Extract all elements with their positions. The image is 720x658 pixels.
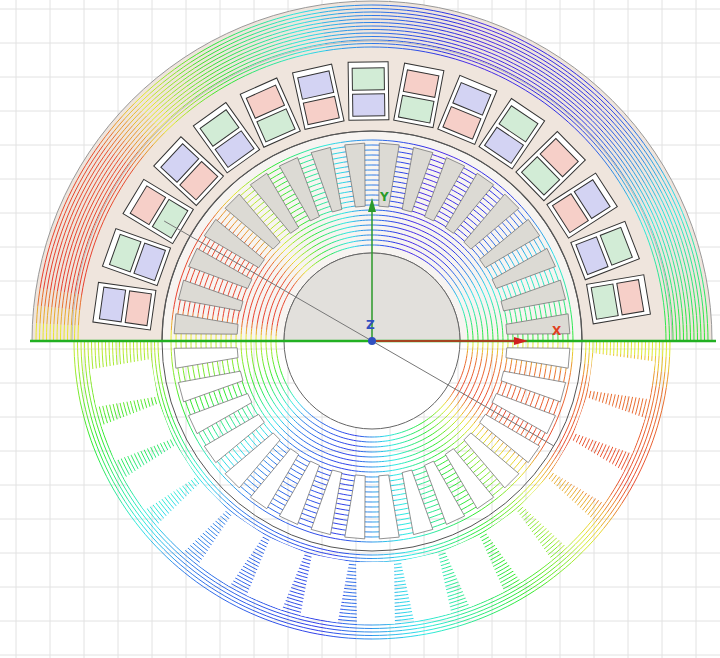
flux-line xyxy=(361,240,366,241)
flux-line xyxy=(361,235,367,236)
flux-line xyxy=(477,330,478,336)
flux-line xyxy=(359,215,366,216)
flux-line xyxy=(383,241,388,242)
flux-line xyxy=(356,241,361,242)
flux-line xyxy=(271,330,272,335)
flux-line xyxy=(359,220,365,221)
flux-line xyxy=(492,328,493,334)
flux-line xyxy=(502,327,503,334)
flux-line xyxy=(372,9,389,10)
flux-line xyxy=(358,210,365,211)
flux-line xyxy=(36,323,37,341)
flux-line xyxy=(708,323,709,341)
flux-line xyxy=(355,9,372,10)
flux-line xyxy=(354,5,372,6)
flux-line xyxy=(379,215,386,216)
flux-line xyxy=(497,328,498,335)
flux-line xyxy=(241,327,242,334)
flux-line xyxy=(355,12,372,13)
flux-line xyxy=(377,240,382,241)
flux-line xyxy=(472,330,473,335)
flux-line xyxy=(472,325,473,330)
flux-line xyxy=(266,330,267,336)
flux-line xyxy=(379,210,386,211)
flux-line xyxy=(251,328,252,334)
flux-line xyxy=(701,324,702,341)
flux-line xyxy=(372,12,389,13)
flux-line xyxy=(272,325,273,330)
flux-line xyxy=(43,324,44,341)
flux-line xyxy=(378,235,384,236)
flux-line xyxy=(246,328,247,335)
flux-line xyxy=(704,324,705,341)
flux-line xyxy=(372,5,390,6)
flux-line xyxy=(378,220,384,221)
flux-line xyxy=(40,324,41,341)
